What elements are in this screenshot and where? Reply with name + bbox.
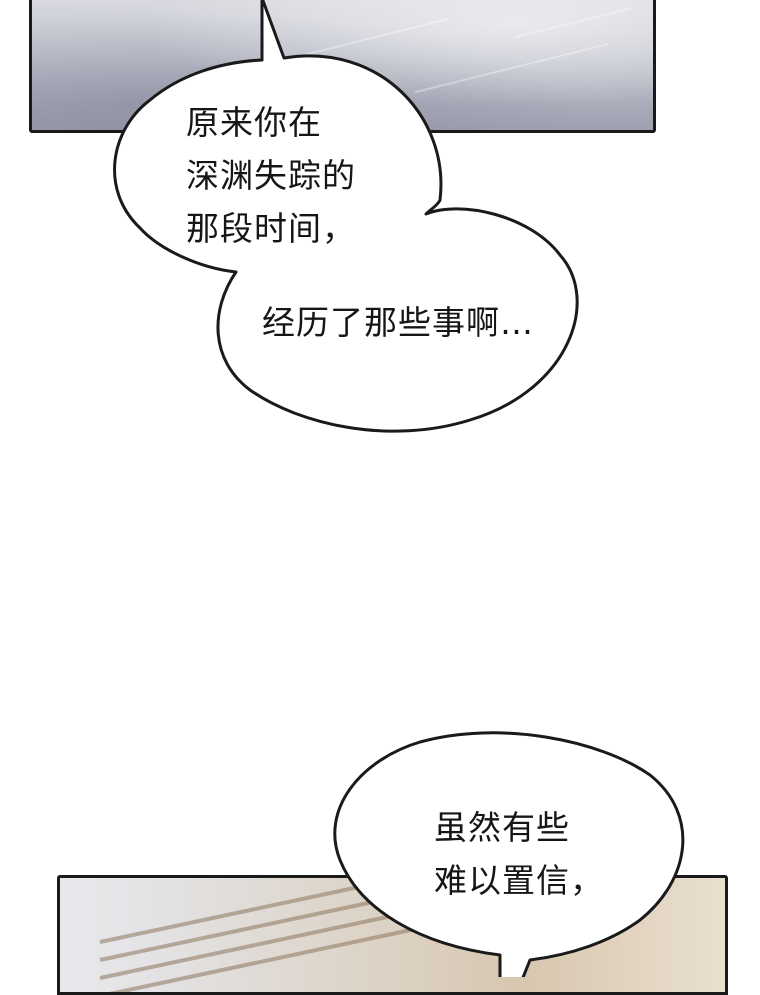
dialogue-line: 原来你在 xyxy=(186,103,322,142)
dialogue-line: 经历了那些事啊… xyxy=(262,303,534,342)
panel-texture-streak xyxy=(294,17,450,59)
panel-texture-streak xyxy=(414,42,610,94)
speech-bubble-1-text: 原来你在 深渊失踪的 那段时间， xyxy=(186,96,356,255)
dialogue-line: 虽然有些 xyxy=(434,808,570,847)
dialogue-line: 深渊失踪的 xyxy=(186,156,356,195)
speech-bubble-3-text: 虽然有些 难以置信， xyxy=(434,801,604,907)
dialogue-line: 那段时间， xyxy=(186,209,356,248)
window-blind-slat xyxy=(99,902,531,992)
dialogue-line: 难以置信， xyxy=(434,861,604,900)
bottom-comic-panel xyxy=(57,875,728,995)
panel-texture-streak xyxy=(513,7,631,39)
speech-bubble-2-text: 经历了那些事啊… xyxy=(262,296,534,349)
